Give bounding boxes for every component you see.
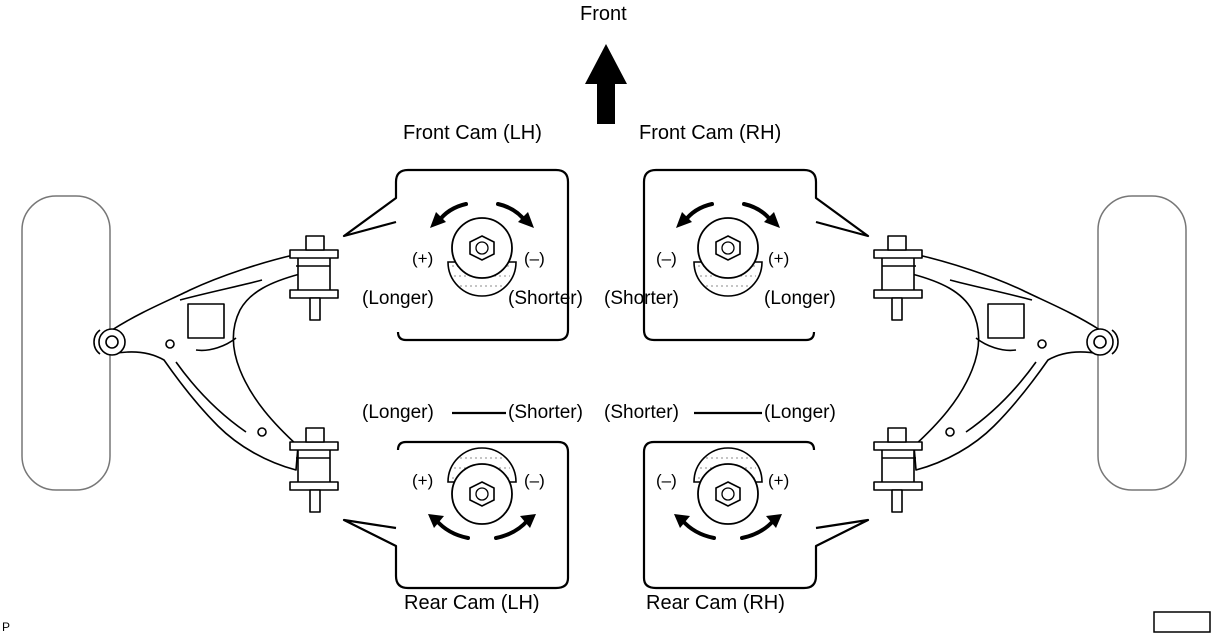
rear-cam-lh-dial (447, 447, 517, 525)
front-cam-rh-minus: (–) (656, 249, 677, 268)
rear-cam-rh-longer: (Longer) (764, 402, 836, 423)
front-cam-lh-shorter: (Shorter) (508, 288, 583, 309)
rear-cam-rh-dial (693, 447, 763, 525)
front-cam-rh-title: Front Cam (RH) (639, 122, 782, 144)
right-lower-arm (873, 235, 1119, 513)
front-direction-label: Front (580, 3, 627, 25)
front-cam-lh-longer: (Longer) (362, 288, 434, 309)
rear-rh-ccw-arrow-icon (680, 518, 716, 540)
front-cam-lh-callout (342, 168, 570, 342)
rear-cam-rh-minus: (–) (656, 471, 677, 490)
front-cam-lh-plus: (+) (412, 249, 434, 268)
rear-cam-lh-plus: (+) (412, 471, 434, 490)
rear-cam-lh-longer: (Longer) (362, 402, 434, 423)
rear-cam-rh-shorter: (Shorter) (604, 402, 679, 423)
corner-box (1153, 611, 1211, 633)
front-cam-lh-minus: (–) (524, 249, 545, 268)
left-wheel (21, 195, 111, 491)
front-cam-rh-callout (642, 168, 870, 342)
front-cam-rh-shorter: (Shorter) (604, 288, 679, 309)
rear-cam-lh-callout (342, 440, 570, 590)
rear-cam-lh-minus: (–) (524, 471, 545, 490)
front-cam-lh-dial (447, 217, 517, 297)
front-cam-rh-longer: (Longer) (764, 288, 836, 309)
rear-cam-rh-title: Rear Cam (RH) (646, 592, 785, 614)
rear-cam-rh-callout (642, 440, 870, 590)
left-lower-arm (93, 235, 339, 513)
rear-lh-cw-arrow-icon (494, 518, 530, 540)
rear-cam-lh-shorter: (Shorter) (508, 402, 583, 423)
rear-cam-rh-plus: (+) (768, 471, 790, 490)
rear-rh-cw-arrow-icon (740, 518, 776, 540)
front-arrow-icon (585, 44, 627, 124)
front-cam-rh-dial (693, 217, 763, 297)
corner-mark: P (2, 620, 11, 634)
rear-cam-lh-title: Rear Cam (LH) (404, 592, 540, 614)
rear-lh-ccw-arrow-icon (434, 518, 470, 540)
front-cam-lh-title: Front Cam (LH) (403, 122, 542, 144)
front-cam-rh-plus: (+) (768, 249, 790, 268)
